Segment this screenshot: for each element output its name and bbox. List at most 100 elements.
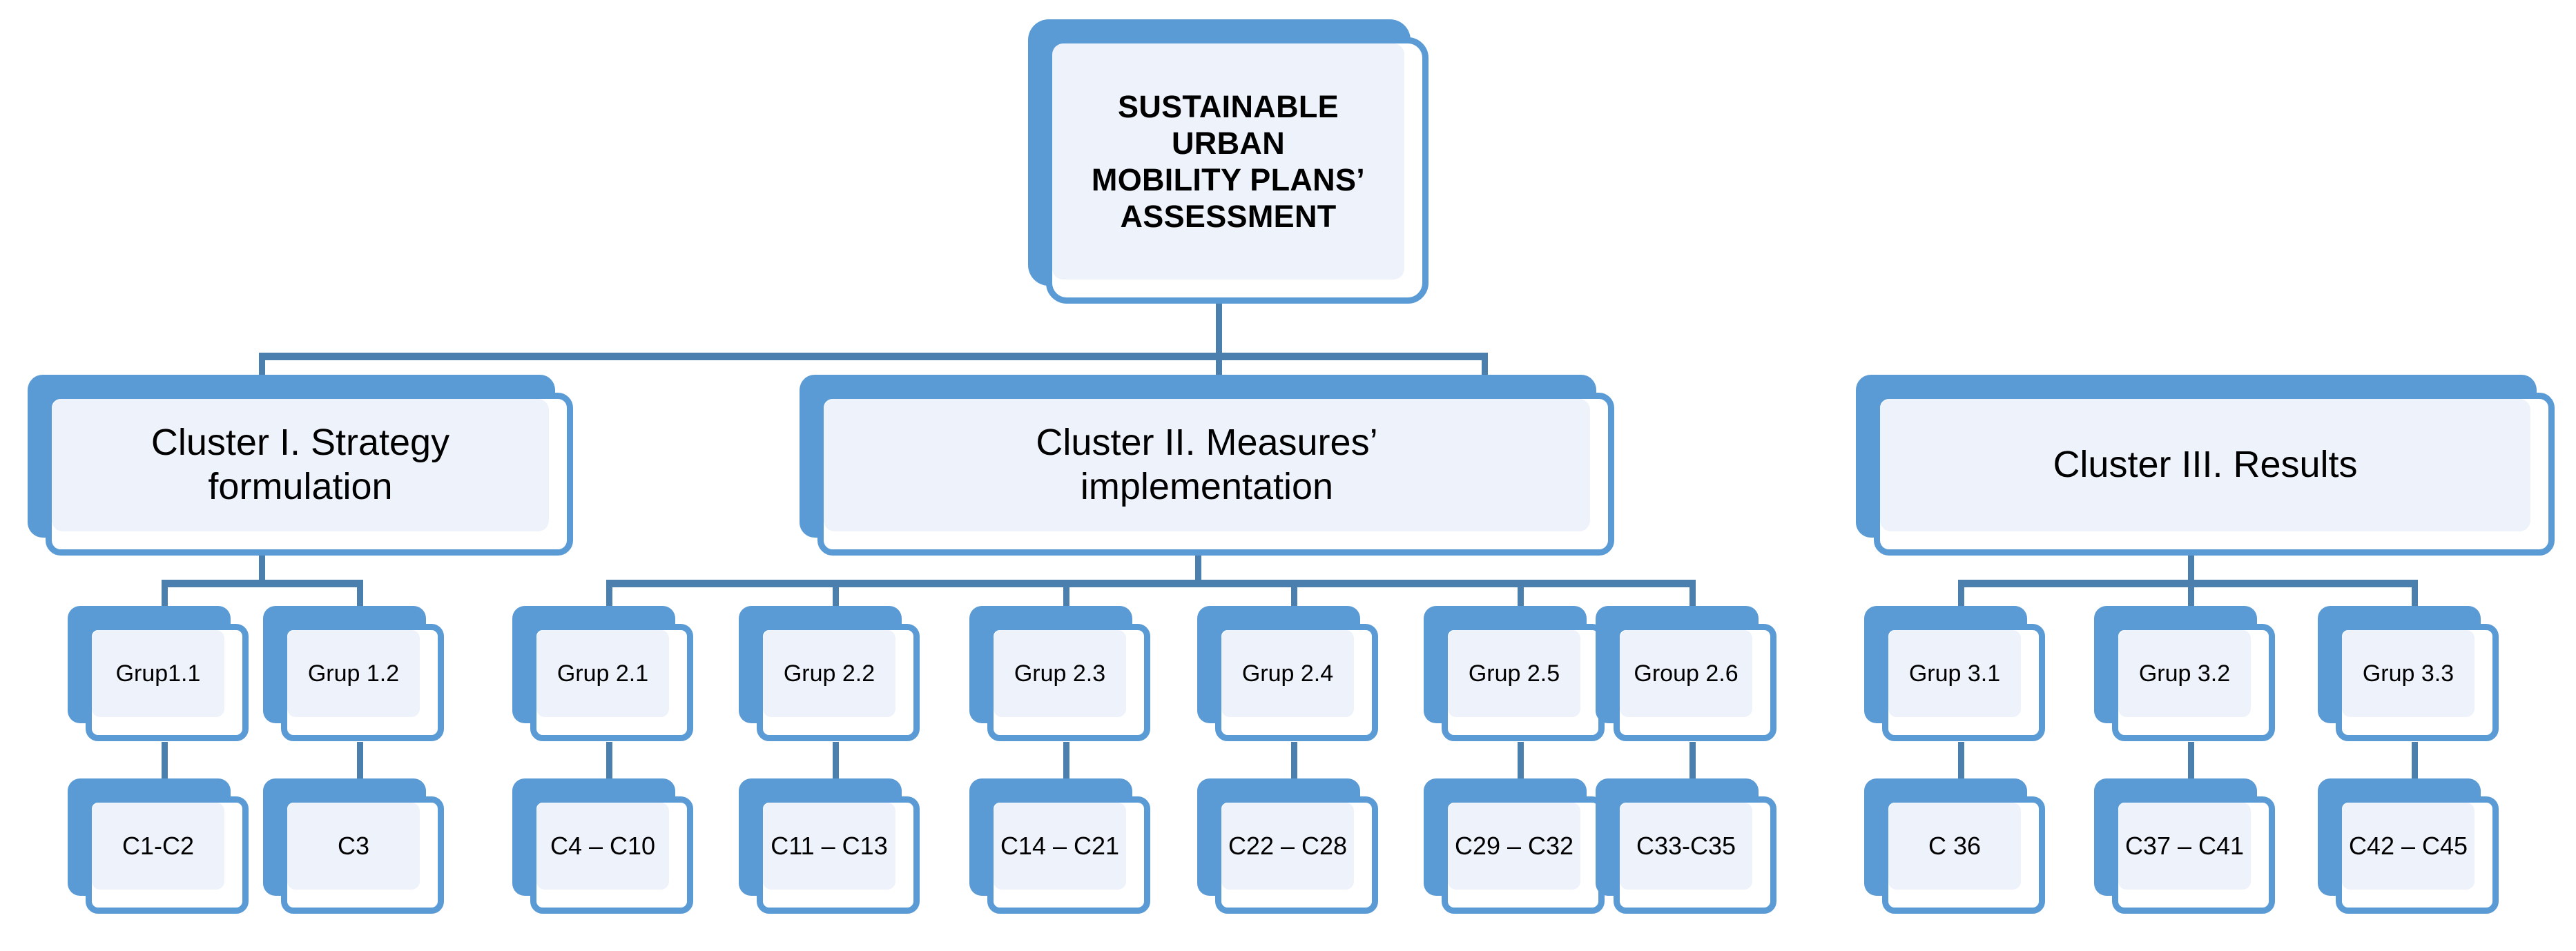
node-fill: [763, 630, 895, 717]
node-card: Grup1.1: [86, 624, 249, 741]
node-group-grup3-1[interactable]: Grup 3.1: [1864, 606, 2045, 741]
node-criteria-label: C37 – C41: [2124, 831, 2245, 860]
node-criteria-c3[interactable]: C3: [263, 778, 444, 914]
node-group-label: Grup 2.2: [783, 660, 875, 687]
node-fill: [1620, 630, 1752, 717]
connector-group-to-criteria-5: [1063, 742, 1069, 780]
connector-drop-group-1-1: [162, 580, 168, 609]
node-fill: [287, 630, 420, 717]
node-group-grup2-1[interactable]: Grup 2.1: [512, 606, 693, 741]
node-cluster-2[interactable]: Cluster II. Measures’ implementation: [800, 375, 1614, 556]
connector-cluster-2-bus: [606, 580, 1696, 587]
connector-drop-group-2-4: [1291, 580, 1297, 609]
node-fill: [536, 630, 669, 717]
node-card: C14 – C21: [987, 796, 1150, 914]
node-card: C42 – C45: [2336, 796, 2499, 914]
node-card: Grup 2.5: [1442, 624, 1605, 741]
connector-group-to-criteria-3: [606, 742, 612, 780]
connector-group-to-criteria-6: [1291, 742, 1297, 780]
node-criteria-c22-c28[interactable]: C22 – C28: [1197, 778, 1378, 914]
node-group-label: Grup 2.5: [1468, 660, 1560, 687]
node-criteria-c11-c13[interactable]: C11 – C13: [739, 778, 920, 914]
connector-group-to-criteria-11: [2412, 742, 2418, 780]
node-fill: [287, 803, 420, 890]
node-group-grup2-2[interactable]: Grup 2.2: [739, 606, 920, 741]
connector-drop-group-2-1: [606, 580, 612, 609]
node-card: Grup 2.3: [987, 624, 1150, 741]
node-root[interactable]: SUSTAINABLE URBAN MOBILITY PLANS’ ASSESS…: [1028, 19, 1429, 304]
node-group-grup2-5[interactable]: Grup 2.5: [1424, 606, 1605, 741]
node-fill: [536, 803, 669, 890]
node-cluster-3[interactable]: Cluster III. Results: [1856, 375, 2555, 556]
node-fill: [52, 399, 549, 531]
node-fill: [763, 803, 895, 890]
node-card: Group 2.6: [1614, 624, 1776, 741]
node-cluster-1[interactable]: Cluster I. Strategy formulation: [28, 375, 573, 556]
connector-drop-group-3-2: [2188, 580, 2194, 609]
node-fill: [1448, 630, 1580, 717]
node-criteria-c42-c45[interactable]: C42 – C45: [2318, 778, 2499, 914]
node-fill: [1448, 803, 1580, 890]
node-criteria-c33-c35[interactable]: C33-C35: [1596, 778, 1776, 914]
node-fill: [2118, 630, 2251, 717]
connector-group-to-criteria-7: [1518, 742, 1524, 780]
node-cluster-2-label: Cluster II. Measures’ implementation: [1036, 422, 1378, 507]
node-criteria-c37-c41[interactable]: C37 – C41: [2094, 778, 2275, 914]
node-criteria-c36[interactable]: C 36: [1864, 778, 2045, 914]
node-card: Grup 3.3: [2336, 624, 2499, 741]
node-criteria-c1-c2[interactable]: C1-C2: [68, 778, 249, 914]
node-fill: [994, 803, 1126, 890]
node-criteria-label: C3: [337, 831, 370, 860]
connector-group-to-criteria-8: [1689, 742, 1696, 780]
connector-drop-group-2-5: [1518, 580, 1524, 609]
node-criteria-label: C22 – C28: [1228, 831, 1348, 860]
node-criteria-c14-c21[interactable]: C14 – C21: [969, 778, 1150, 914]
connector-drop-group-2-6: [1689, 580, 1696, 609]
node-criteria-c29-c32[interactable]: C29 – C32: [1424, 778, 1605, 914]
node-cluster-3-label: Cluster III. Results: [2053, 444, 2358, 486]
node-card: C3: [281, 796, 444, 914]
node-card: Grup 2.1: [530, 624, 693, 741]
node-card: C1-C2: [86, 796, 249, 914]
node-group-grup2-4[interactable]: Grup 2.4: [1197, 606, 1378, 741]
connector-cluster-3-stem: [2188, 552, 2194, 581]
node-group-grup2-3[interactable]: Grup 2.3: [969, 606, 1150, 741]
node-group-label: Grup 2.3: [1014, 660, 1106, 687]
node-group-grup3-3[interactable]: Grup 3.3: [2318, 606, 2499, 741]
node-criteria-label: C29 – C32: [1454, 831, 1574, 860]
node-fill: [1888, 630, 2021, 717]
node-cluster-1-label: Cluster I. Strategy formulation: [151, 422, 450, 507]
connector-group-to-criteria-1: [162, 742, 168, 780]
node-criteria-label: C1-C2: [122, 831, 195, 860]
node-criteria-label: C33-C35: [1636, 831, 1736, 860]
node-group-grup1-1[interactable]: Grup1.1: [68, 606, 249, 741]
connector-cluster-1-stem: [259, 552, 265, 581]
node-fill: [2342, 630, 2475, 717]
node-group-label: Grup 3.3: [2362, 660, 2454, 687]
node-group-grup3-2[interactable]: Grup 3.2: [2094, 606, 2275, 741]
node-criteria-label: C14 – C21: [1000, 831, 1120, 860]
node-criteria-c4-c10[interactable]: C4 – C10: [512, 778, 693, 914]
node-criteria-label: C42 – C45: [2348, 831, 2468, 860]
connector-root-stem: [1216, 297, 1222, 359]
node-fill: [994, 630, 1126, 717]
node-fill: [1620, 803, 1752, 890]
node-card: C11 – C13: [757, 796, 920, 914]
node-group-grup1-2[interactable]: Grup 1.2: [263, 606, 444, 741]
node-fill: [92, 803, 224, 890]
node-card: C33-C35: [1614, 796, 1776, 914]
node-group-group2-6[interactable]: Group 2.6: [1596, 606, 1776, 741]
node-fill: [1880, 399, 2530, 531]
node-card: C22 – C28: [1215, 796, 1378, 914]
node-root-label: SUSTAINABLE URBAN MOBILITY PLANS’ ASSESS…: [1091, 88, 1366, 235]
node-criteria-label: C4 – C10: [550, 831, 656, 860]
connector-drop-cluster-3: [1482, 353, 1488, 380]
connector-root-bus: [259, 353, 1488, 360]
node-group-label: Grup1.1: [115, 660, 201, 687]
connector-drop-group-1-2: [357, 580, 363, 609]
node-fill: [824, 399, 1590, 531]
node-card: SUSTAINABLE URBAN MOBILITY PLANS’ ASSESS…: [1046, 37, 1429, 304]
connector-drop-group-3-3: [2412, 580, 2418, 609]
node-card: Grup 2.4: [1215, 624, 1378, 741]
